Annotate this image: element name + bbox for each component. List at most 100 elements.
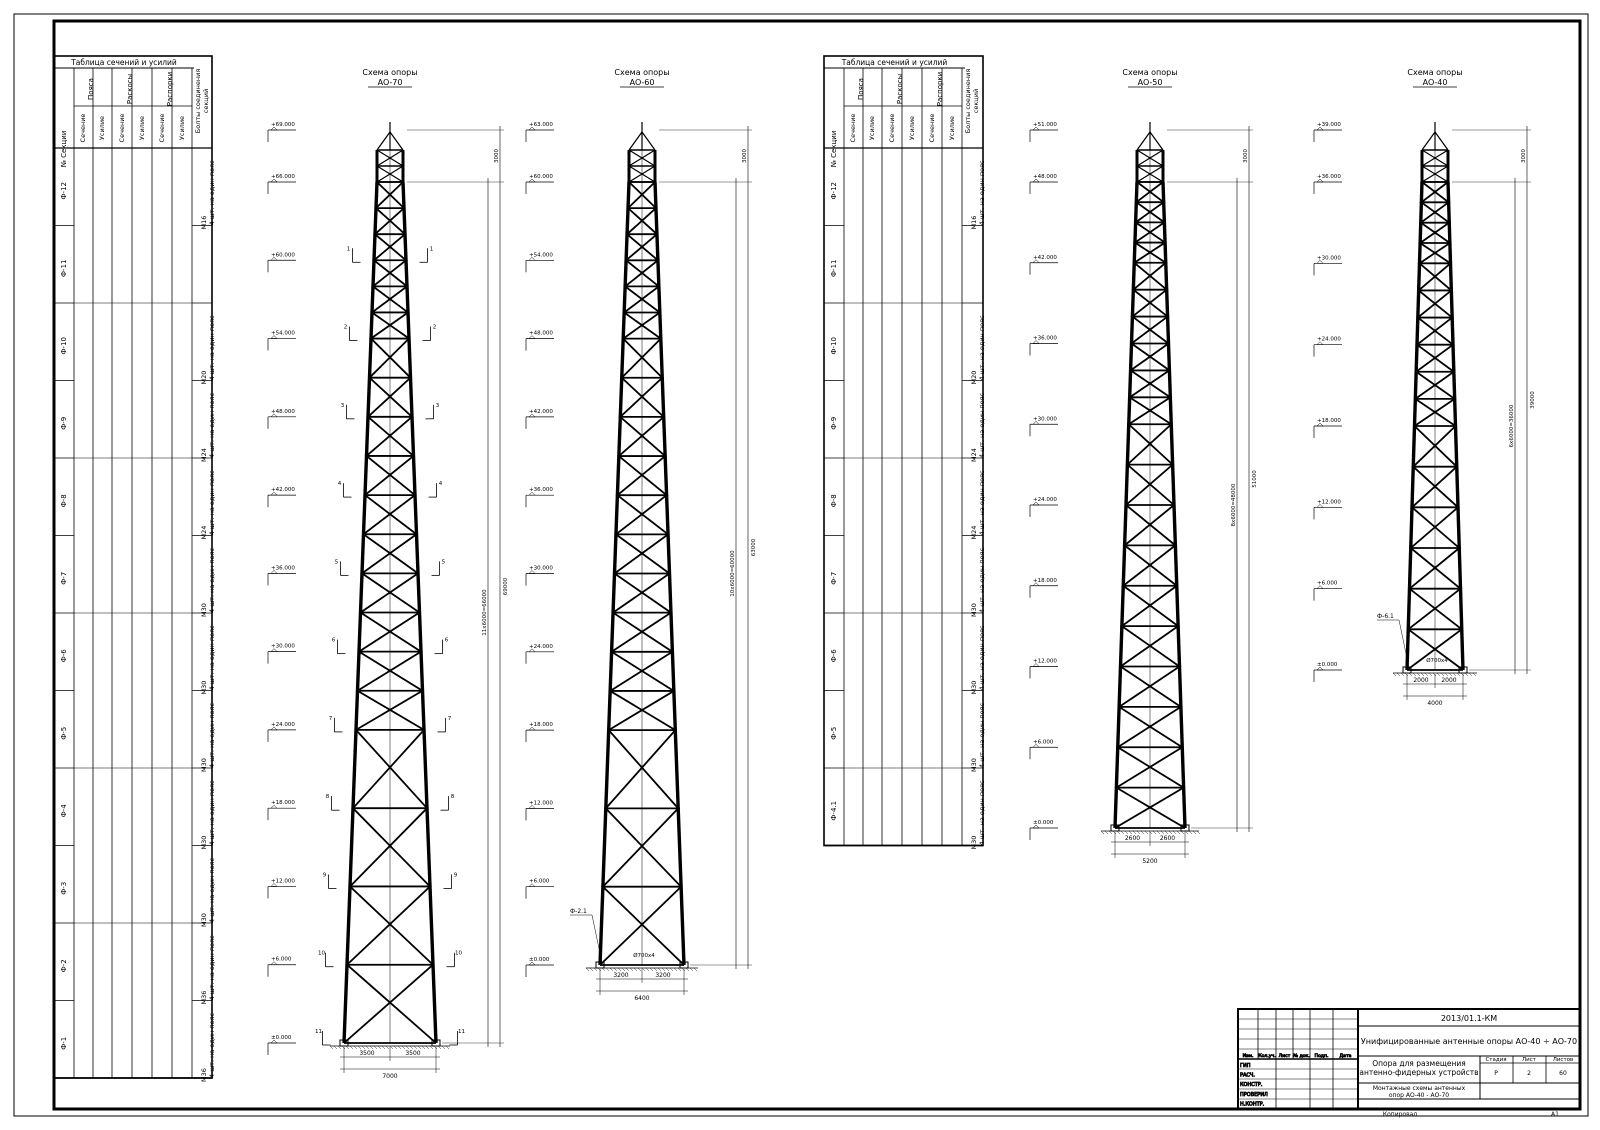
tower-brace [602,807,679,888]
level-mark-arrow [528,256,536,261]
joint-node [1135,180,1139,184]
tower-brace [365,416,413,457]
joint-node [367,376,372,380]
joint-node [1134,200,1138,204]
section-cut-number: 7 [448,716,452,722]
joint-node [1175,584,1179,588]
ground-hatch [609,967,614,972]
joint-node [360,571,364,575]
tower-brace [609,651,673,692]
tower-brace [1136,165,1164,183]
ground-hatch [1160,830,1165,835]
tower-brace [370,337,412,379]
level-mark-arrow [270,126,278,131]
level-value: ±0.000 [1317,662,1338,668]
joint-node [1176,624,1180,628]
section-cut-number: 5 [442,559,446,565]
tower-brace [1420,201,1450,224]
tower-brace [1421,149,1449,167]
joint-node [672,689,676,693]
tower-brace [343,964,434,1044]
section-name: Ф-4 [60,804,68,818]
title-block-role: КОНСТР. [1240,1082,1263,1088]
tower-brace [1406,628,1463,671]
tower-title: Схема опоры [614,68,669,77]
header-subcolumn: Сечение [928,114,936,143]
ground-hatch [1108,830,1113,835]
sheet-value: 2 [1527,1070,1531,1077]
ground-hatch [669,967,674,972]
level-mark-arrow [270,1039,278,1044]
joint-node [408,376,413,380]
sheets-value: 60 [1559,1070,1567,1077]
foundation-right [679,961,689,969]
ground-hatch [689,967,694,972]
bolt-size: М30 [970,681,978,695]
ground-hatch [621,967,626,972]
level-mark-arrow [1032,501,1040,506]
joint-node [1161,180,1165,184]
bolt-size: М30 [200,758,208,772]
joint-node [422,728,426,732]
joint-node [358,610,363,615]
section-name: Ф-6 [830,649,838,663]
joint-node [617,454,621,458]
ground-hatch [1164,830,1169,835]
joint-node [615,493,620,497]
mast-spike [389,131,404,151]
ground-hatch [649,967,654,972]
ground-hatch [369,1045,374,1050]
section-cut-number: 4 [439,481,443,487]
joint-node [1162,220,1166,224]
level-value: +18.000 [529,722,553,728]
level-mark-arrow [270,883,278,887]
joint-node [658,310,662,315]
joint-node [1173,543,1177,547]
tower-brace [1117,706,1182,749]
stage-label: Стадия [1485,1057,1506,1063]
joint-node [1117,705,1121,709]
tower-brace [608,690,675,731]
joint-node [1419,200,1423,204]
joint-node [1172,503,1176,507]
tower-brace [1136,149,1164,167]
joint-node [406,310,410,315]
dimension-total: 63000 [751,538,757,556]
level-value: +30.000 [1033,416,1057,422]
level-value: +18.000 [1317,418,1341,424]
ground-hatch [1444,672,1449,677]
ground-hatch [393,1045,398,1050]
joint-node [1410,505,1414,509]
level-mark-arrow [528,648,536,653]
ground-hatch [1416,672,1421,677]
tower-brace [1408,547,1460,590]
level-value: +51.000 [1033,122,1057,128]
level-mark-arrow [1316,341,1324,345]
tower-brace [615,494,668,536]
joint-node [604,806,608,811]
ground-hatch [1156,830,1161,835]
level-mark-arrow [528,178,536,183]
tower-brace [626,207,657,235]
tower-name: АО-40 [1423,78,1448,87]
level-mark-arrow [270,413,278,418]
ground-hatch [1468,672,1473,677]
tower-title: Схема опоры [1407,68,1462,77]
joint-node [1453,424,1458,428]
title-block-role: ГИП [1240,1063,1251,1069]
joint-node [375,180,379,184]
joint-node [1417,288,1421,293]
joint-node [405,284,409,288]
ground-hatch [365,1045,370,1050]
tower-brace [1410,506,1459,549]
ground-hatch [629,967,634,972]
tower-brace [1119,625,1179,668]
mast-spike [1421,131,1436,151]
tower-brace [1128,423,1174,466]
level-mark-arrow [528,570,536,574]
ground-hatch [653,967,658,972]
ground-hatch [1128,830,1133,835]
tower-brace [619,416,666,457]
